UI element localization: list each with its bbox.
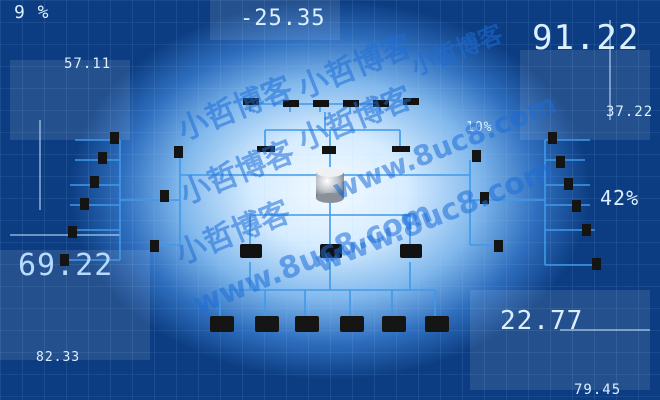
right-side-devices [472,132,601,270]
bottom-row-devices [210,316,449,332]
middle-row-devices [240,244,422,258]
top-devices [243,98,419,107]
digits-left-mid: 69.22 [18,248,114,283]
digits-bottom-left: 82.33 [36,350,81,365]
central-hub [316,167,344,203]
left-side-devices [60,132,183,266]
digits-right-mid: 42% [600,186,640,210]
digits-right-upper: 37.22 [606,104,654,120]
digits-top-center: -25.35 [240,6,326,31]
digits-center-right: 10% [466,120,493,135]
background-panels [0,0,650,390]
digits-left-upper: 57.11 [64,56,112,72]
digits-bottom-right: 22.77 [500,306,584,336]
digits-top-left: 9 % [14,2,50,23]
background-ticks [10,20,650,331]
digits-top-right: 91.22 [532,18,640,58]
network-links [65,103,600,318]
digits-bottom-far-right: 79.45 [574,382,622,398]
second-row-devices [257,146,410,154]
